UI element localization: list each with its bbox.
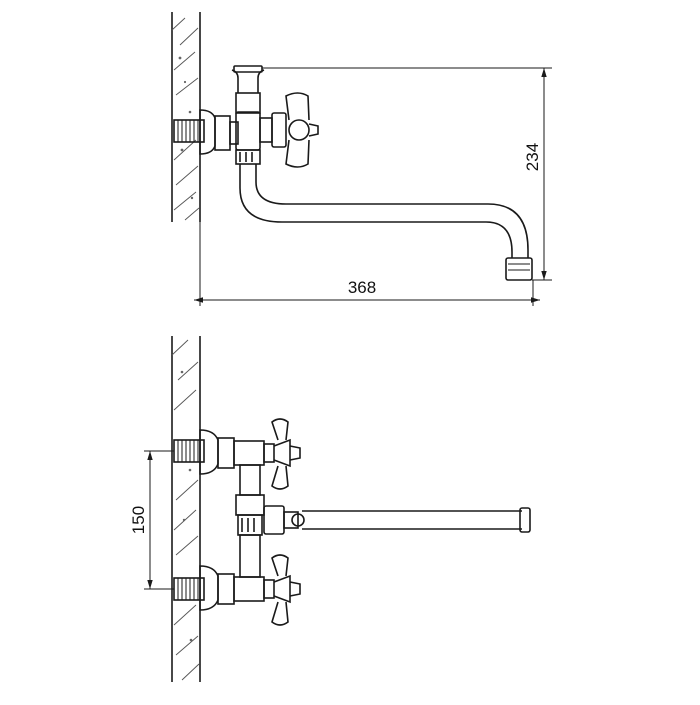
wall-bottom	[171, 336, 201, 682]
dimension-spout-length	[194, 222, 540, 306]
thread-top	[173, 119, 205, 143]
wall-top	[171, 12, 201, 222]
side-view	[171, 12, 533, 281]
dimension-150-label: 150	[129, 506, 148, 534]
dimension-234-label: 234	[523, 143, 542, 171]
dimension-inlet-spacing	[144, 450, 174, 590]
dimension-spout-height	[262, 67, 552, 281]
front-view	[171, 336, 531, 682]
dimension-368-label: 368	[348, 278, 376, 297]
